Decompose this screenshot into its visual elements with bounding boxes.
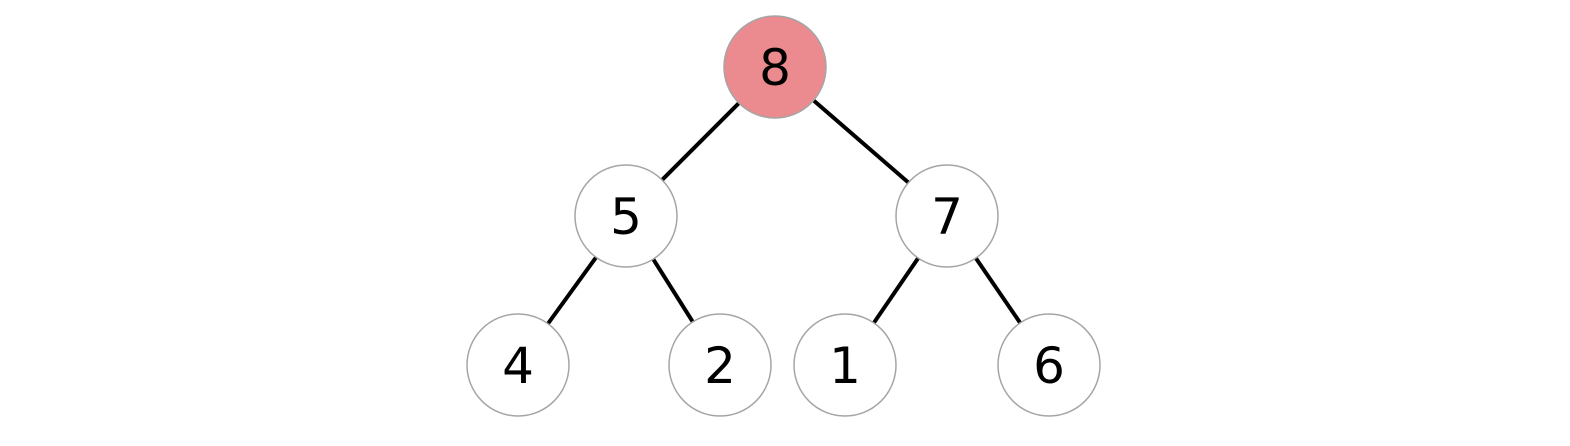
tree-node-5: 5	[574, 164, 678, 268]
tree-node-label: 6	[1033, 337, 1065, 395]
tree-node-circle-highlighted	[723, 15, 827, 119]
tree-nodes-layer: 8 5 7 4 2 1 6	[466, 15, 1101, 417]
tree-node-4: 4	[466, 313, 570, 417]
tree-node-8: 8	[723, 15, 827, 119]
tree-node-circle	[466, 313, 570, 417]
tree-node-label: 5	[610, 188, 642, 246]
tree-node-label: 4	[502, 337, 534, 395]
tree-node-6: 6	[997, 313, 1101, 417]
tree-node-label: 1	[829, 337, 861, 395]
tree-node-circle	[895, 164, 999, 268]
tree-node-circle	[793, 313, 897, 417]
tree-node-label: 8	[759, 39, 791, 97]
tree-node-circle	[668, 313, 772, 417]
tree-node-label: 7	[931, 188, 963, 246]
tree-node-7: 7	[895, 164, 999, 268]
tree-node-1: 1	[793, 313, 897, 417]
tree-node-label: 2	[704, 337, 736, 395]
tree-node-2: 2	[668, 313, 772, 417]
tree-node-circle	[997, 313, 1101, 417]
tree-node-circle	[574, 164, 678, 268]
